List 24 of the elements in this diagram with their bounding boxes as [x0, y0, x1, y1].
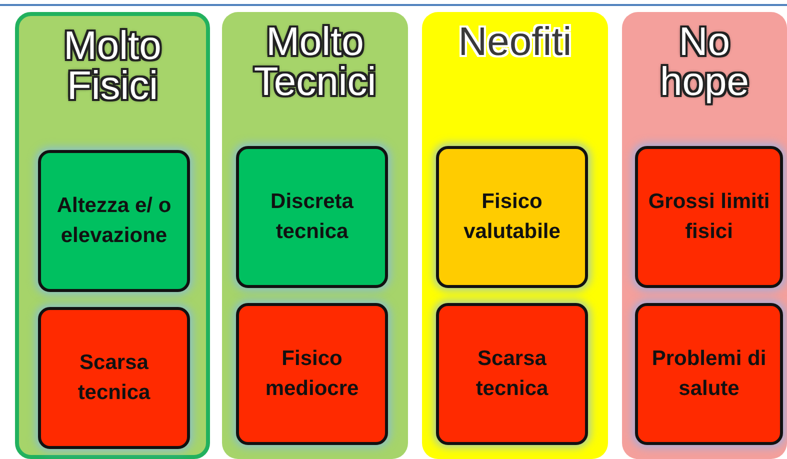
- column-panel: [222, 12, 408, 459]
- column-panel: [422, 12, 608, 459]
- trait-text: Altezza e/ o elevazione: [56, 193, 172, 249]
- trait-text: Fisico mediocre: [264, 346, 360, 402]
- column-panel: [15, 12, 210, 459]
- trait-text: Scarsa tecnica: [76, 350, 152, 406]
- trait-box: [38, 150, 190, 292]
- trait-box: [635, 146, 783, 288]
- trait-box: [236, 146, 388, 288]
- column-panel: [622, 12, 787, 459]
- trait-box: [635, 303, 783, 445]
- trait-text: Scarsa tecnica: [474, 346, 550, 402]
- trait-text: Discreta tecnica: [270, 189, 354, 245]
- trait-text: Grossi limiti fisici: [647, 189, 771, 245]
- trait-box: [436, 146, 588, 288]
- trait-text: Fisico valutabile: [462, 189, 562, 245]
- trait-box: [38, 307, 190, 449]
- column-heading: Molto Fisici: [62, 26, 162, 106]
- column-heading: Molto Tecnici: [252, 22, 378, 102]
- trait-text: Problemi di salute: [650, 346, 768, 402]
- trait-box: [436, 303, 588, 445]
- column-heading: Neofiti: [457, 22, 573, 62]
- column-heading: No hope: [659, 22, 750, 102]
- trait-box: [236, 303, 388, 445]
